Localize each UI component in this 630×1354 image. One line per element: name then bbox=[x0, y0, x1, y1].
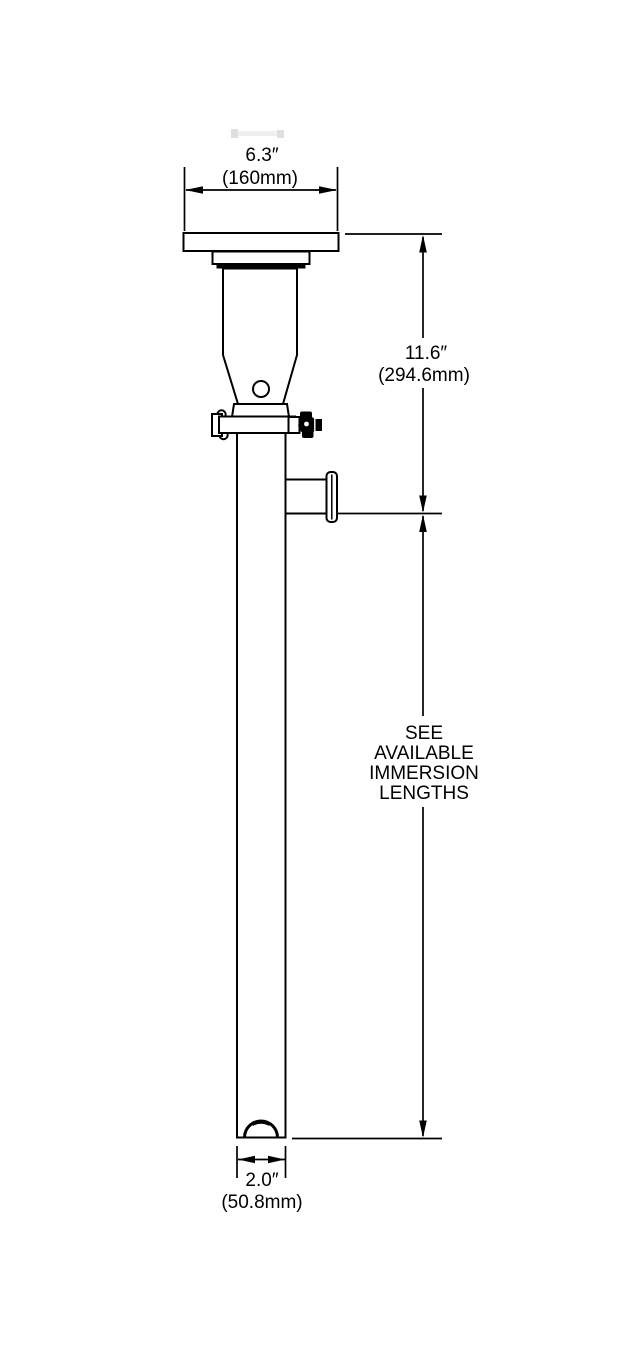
immersion-note-line-2: AVAILABLE bbox=[374, 743, 474, 764]
arrowhead-down-icon bbox=[419, 495, 427, 513]
arrowhead-up-icon bbox=[419, 514, 427, 532]
tip-width-metric-label: (50.8mm) bbox=[221, 1192, 302, 1213]
arrowhead-left-icon bbox=[185, 186, 203, 194]
display-housing-flange bbox=[182, 232, 340, 252]
neck-collar bbox=[230, 403, 291, 418]
probe-tip-dome-inner-line bbox=[252, 1121, 270, 1126]
tip-width-dimension: 2.0″ (50.8mm) bbox=[221, 1146, 303, 1213]
head-width-inches-label: 6.3″ bbox=[245, 145, 278, 166]
clamp-bolt-end bbox=[315, 419, 322, 431]
immersion-note-line-1: SEE bbox=[405, 723, 443, 744]
housing-gasket-band bbox=[216, 263, 306, 269]
arrowhead-down-icon bbox=[419, 1120, 427, 1138]
arrowhead-up-icon bbox=[419, 235, 427, 253]
clamp-band bbox=[218, 415, 296, 434]
head-height-metric-label: (294.6mm) bbox=[378, 365, 470, 386]
probe-tip-dome bbox=[243, 1119, 279, 1138]
head-height-inches-label: 11.6″ bbox=[405, 343, 448, 364]
head-width-dimension: 6.3″ (160mm) bbox=[183, 145, 339, 231]
instrument-head bbox=[182, 232, 340, 418]
scan-artifact bbox=[238, 131, 277, 136]
head-height-dimension: 11.6″ (294.6mm) bbox=[336, 233, 470, 515]
vent-hole bbox=[252, 380, 270, 398]
side-port bbox=[286, 471, 338, 523]
immersion-note-line-3: IMMERSION bbox=[369, 763, 479, 784]
arrowhead-left-icon bbox=[238, 1155, 255, 1164]
clamp-nut-highlight bbox=[304, 421, 309, 427]
arrowhead-right-icon bbox=[268, 1155, 285, 1164]
clamp-end-plate bbox=[287, 416, 301, 434]
immersion-length-dimension: SEE AVAILABLE IMMERSION LENGTHS bbox=[292, 514, 479, 1140]
scan-artifact bbox=[277, 130, 284, 138]
tri-clamp-fitting bbox=[211, 409, 322, 441]
housing-collar bbox=[211, 250, 311, 265]
probe-tube bbox=[236, 434, 287, 1139]
head-width-metric-label: (160mm) bbox=[222, 168, 298, 189]
immersion-note-line-4: LENGTHS bbox=[379, 783, 469, 804]
tip-width-inches-label: 2.0″ bbox=[245, 1170, 278, 1191]
scan-artifact bbox=[231, 129, 238, 138]
arrowhead-right-icon bbox=[319, 186, 337, 194]
